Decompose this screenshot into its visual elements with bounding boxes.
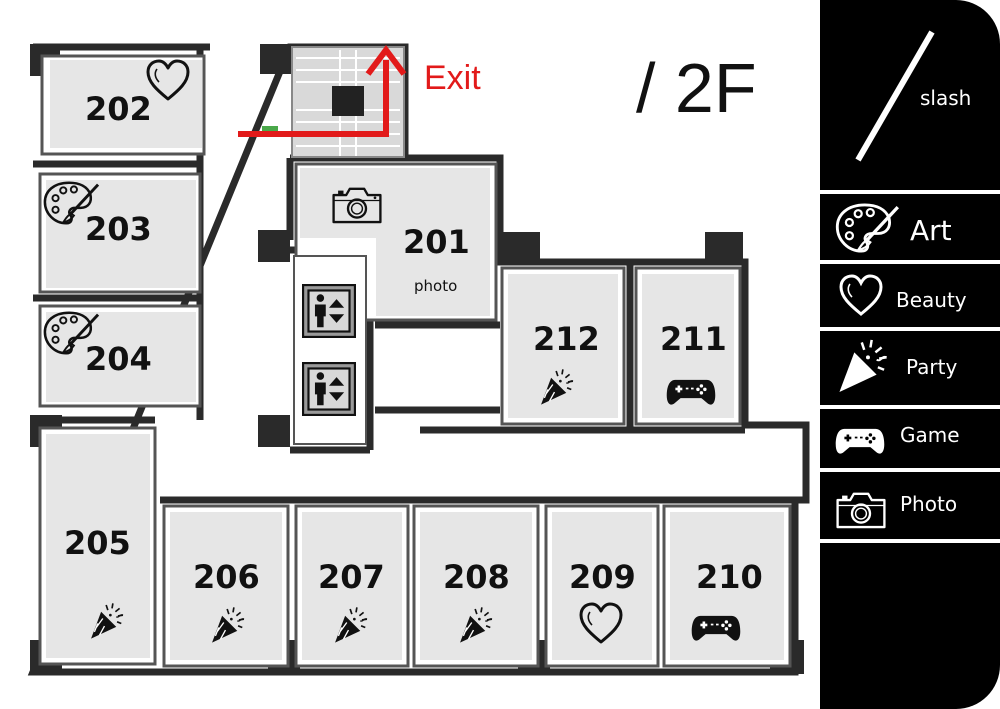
legend-label-photo: Photo <box>900 492 958 516</box>
room-208[interactable]: 208 <box>412 504 540 668</box>
room-206-number: 206 <box>193 558 260 596</box>
heart-icon <box>839 274 883 316</box>
legend-item-photo[interactable]: Photo <box>820 472 1000 538</box>
elevators <box>293 255 367 445</box>
exit-route <box>238 45 407 137</box>
room-205-number: 205 <box>64 524 131 562</box>
room-209[interactable]: 209 <box>544 504 660 668</box>
exit-label: Exit <box>424 59 481 97</box>
legend-label-art: Art <box>910 214 952 247</box>
room-202-number: 202 <box>85 90 152 128</box>
legend-item-game[interactable]: Game <box>820 409 1000 467</box>
legend-label-game: Game <box>900 423 960 447</box>
room-210-number: 210 <box>696 558 763 596</box>
room-206[interactable]: 206 <box>162 504 290 668</box>
elevator-icon <box>302 362 356 416</box>
room-212-number: 212 <box>533 320 600 358</box>
brand-name: slash <box>920 86 972 110</box>
room-202[interactable]: 202 <box>40 54 206 156</box>
slash-logo-icon <box>855 30 935 162</box>
legend-item-art[interactable]: Art <box>820 194 1000 258</box>
floor-plan: 202 203 204 205 20 <box>27 43 810 676</box>
elevator-icon <box>302 284 356 338</box>
room-210[interactable]: 210 <box>662 504 792 668</box>
legend-label-beauty: Beauty <box>896 288 967 312</box>
camera-icon <box>836 492 886 529</box>
room-208-number: 208 <box>443 558 510 596</box>
room-201[interactable]: 201 photo <box>294 162 498 322</box>
gamepad-icon <box>835 428 885 454</box>
palette-icon <box>835 203 900 253</box>
room-204-number: 204 <box>85 340 152 378</box>
room-211-number: 211 <box>660 320 727 358</box>
legend-item-party[interactable]: Party <box>820 331 1000 403</box>
party-popper-icon <box>839 339 888 393</box>
legend-panel: slash Art Beauty <box>820 0 1000 709</box>
room-205[interactable]: 205 <box>38 426 157 666</box>
room-207-number: 207 <box>318 558 385 596</box>
room-207[interactable]: 207 <box>294 504 410 668</box>
floor-label: / 2F <box>636 49 757 127</box>
room-211[interactable]: 211 <box>634 266 742 426</box>
room-212[interactable]: 212 <box>500 266 626 426</box>
room-203-number: 203 <box>85 210 152 248</box>
legend-label-party: Party <box>906 355 958 379</box>
room-201-number: 201 <box>403 223 470 261</box>
rooms: 202 203 204 205 20 <box>38 54 792 668</box>
room-209-number: 209 <box>569 558 636 596</box>
room-201-label: photo <box>414 277 457 295</box>
room-203[interactable]: 203 <box>38 172 202 294</box>
room-204[interactable]: 204 <box>38 304 202 408</box>
brand-block: slash <box>820 0 1000 190</box>
legend-item-beauty[interactable]: Beauty <box>820 264 1000 326</box>
